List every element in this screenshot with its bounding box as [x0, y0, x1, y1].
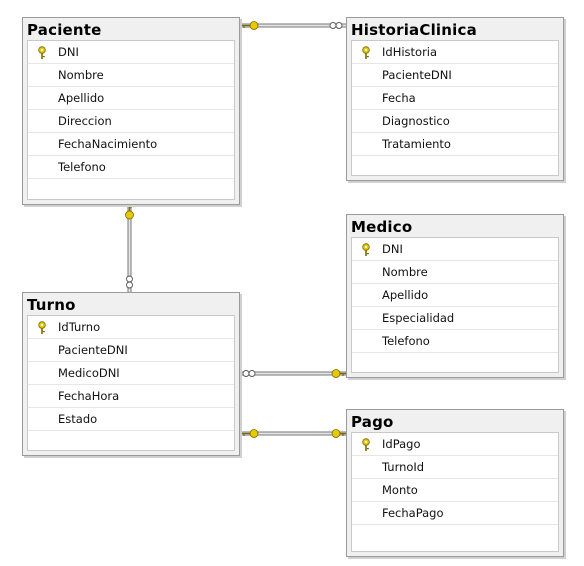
column-name: Especialidad	[382, 311, 455, 325]
column-row[interactable]: PacienteDNI	[28, 339, 234, 362]
column-row[interactable]: FechaPago	[352, 502, 558, 525]
column-name: IdPago	[382, 437, 421, 451]
primary-key-icon	[362, 243, 370, 256]
infinity-end-icon	[126, 275, 133, 289]
infinity-end-icon	[242, 370, 256, 377]
table-title: Pago	[351, 413, 394, 431]
infinity-end-icon	[329, 22, 343, 29]
table-title: HistoriaClinica	[351, 21, 477, 39]
column-row[interactable]: FechaHora	[28, 385, 234, 408]
column-row[interactable]: FechaNacimiento	[28, 133, 234, 156]
column-row[interactable]: Apellido	[28, 87, 234, 110]
relation-paciente-historia	[240, 21, 346, 30]
column-row[interactable]: Fecha	[352, 87, 558, 110]
column-name: DNI	[58, 45, 79, 59]
column-grid: IdPago TurnoId Monto FechaPago	[351, 432, 559, 552]
key-end-icon	[331, 369, 346, 378]
empty-row[interactable]	[352, 353, 558, 376]
column-row[interactable]: Estado	[28, 408, 234, 431]
empty-row[interactable]	[352, 525, 558, 548]
primary-key-icon	[38, 321, 46, 334]
column-name: Fecha	[382, 91, 416, 105]
column-row[interactable]: MedicoDNI	[28, 362, 234, 385]
column-name: Apellido	[382, 288, 429, 302]
column-row[interactable]: Telefono	[28, 156, 234, 179]
column-name: IdHistoria	[382, 45, 438, 59]
column-name: FechaPago	[382, 506, 444, 520]
column-name: Telefono	[382, 334, 430, 348]
column-name: IdTurno	[58, 320, 101, 334]
column-name: PacienteDNI	[382, 68, 452, 82]
empty-row[interactable]	[28, 179, 234, 202]
column-name: PacienteDNI	[58, 343, 128, 357]
column-row[interactable]: IdHistoria	[352, 41, 558, 64]
column-name: MedicoDNI	[58, 366, 120, 380]
column-grid: IdHistoria PacienteDNI Fecha Diagnostico…	[351, 40, 559, 176]
column-row[interactable]: Nombre	[28, 64, 234, 87]
key-end-icon	[242, 21, 259, 30]
column-name: Nombre	[382, 265, 428, 279]
primary-key-icon	[362, 438, 370, 451]
column-grid: DNI Nombre Apellido Especialidad Telefon…	[351, 237, 559, 373]
column-name: Telefono	[58, 160, 106, 174]
primary-key-icon	[38, 46, 46, 59]
table-title: Turno	[27, 296, 76, 314]
column-row[interactable]: Nombre	[352, 261, 558, 284]
column-row[interactable]: Monto	[352, 479, 558, 502]
column-grid: DNI Nombre Apellido Direccion FechaNacim…	[27, 40, 235, 200]
column-row[interactable]: DNI	[352, 238, 558, 261]
column-name: Direccion	[58, 114, 112, 128]
key-end-icon	[125, 206, 134, 220]
column-name: Diagnostico	[382, 114, 450, 128]
column-row[interactable]: IdPago	[352, 433, 558, 456]
column-row[interactable]: DNI	[28, 41, 234, 64]
column-name: Apellido	[58, 91, 105, 105]
column-name: Monto	[382, 483, 418, 497]
column-name: Tratamiento	[382, 137, 451, 151]
column-row[interactable]: TurnoId	[352, 456, 558, 479]
column-name: Estado	[58, 412, 98, 426]
column-name: FechaNacimiento	[58, 137, 158, 151]
column-row[interactable]: Especialidad	[352, 307, 558, 330]
primary-key-icon	[362, 46, 370, 59]
table-title: Paciente	[27, 21, 102, 39]
empty-row[interactable]	[28, 431, 234, 454]
relation-paciente-turno	[125, 205, 134, 292]
column-name: DNI	[382, 242, 403, 256]
column-row[interactable]: IdTurno	[28, 316, 234, 339]
column-row[interactable]: Telefono	[352, 330, 558, 353]
relation-turno-pago	[240, 429, 346, 438]
column-name: Nombre	[58, 68, 104, 82]
table-pago[interactable]: Pago IdPago TurnoId Monto FechaPago	[346, 409, 564, 557]
table-title: Medico	[351, 218, 413, 236]
empty-row[interactable]	[352, 156, 558, 179]
column-row[interactable]: Apellido	[352, 284, 558, 307]
column-grid: IdTurno PacienteDNI MedicoDNI FechaHora …	[27, 315, 235, 451]
key-end-icon	[242, 429, 259, 438]
column-row[interactable]: PacienteDNI	[352, 64, 558, 87]
table-turno[interactable]: Turno IdTurno PacienteDNI MedicoDNI Fech…	[22, 292, 240, 456]
table-medico[interactable]: Medico DNI Nombre Apellido Especialidad …	[346, 214, 564, 378]
relation-turno-medico	[240, 369, 346, 378]
column-row[interactable]: Tratamiento	[352, 133, 558, 156]
column-row[interactable]: Direccion	[28, 110, 234, 133]
table-paciente[interactable]: Paciente DNI Nombre Apellido Direccion F…	[22, 17, 240, 205]
column-name: FechaHora	[58, 389, 120, 403]
column-name: TurnoId	[382, 460, 425, 474]
table-historia-clinica[interactable]: HistoriaClinica IdHistoria PacienteDNI F…	[346, 17, 564, 181]
key-end-icon	[331, 429, 346, 438]
column-row[interactable]: Diagnostico	[352, 110, 558, 133]
